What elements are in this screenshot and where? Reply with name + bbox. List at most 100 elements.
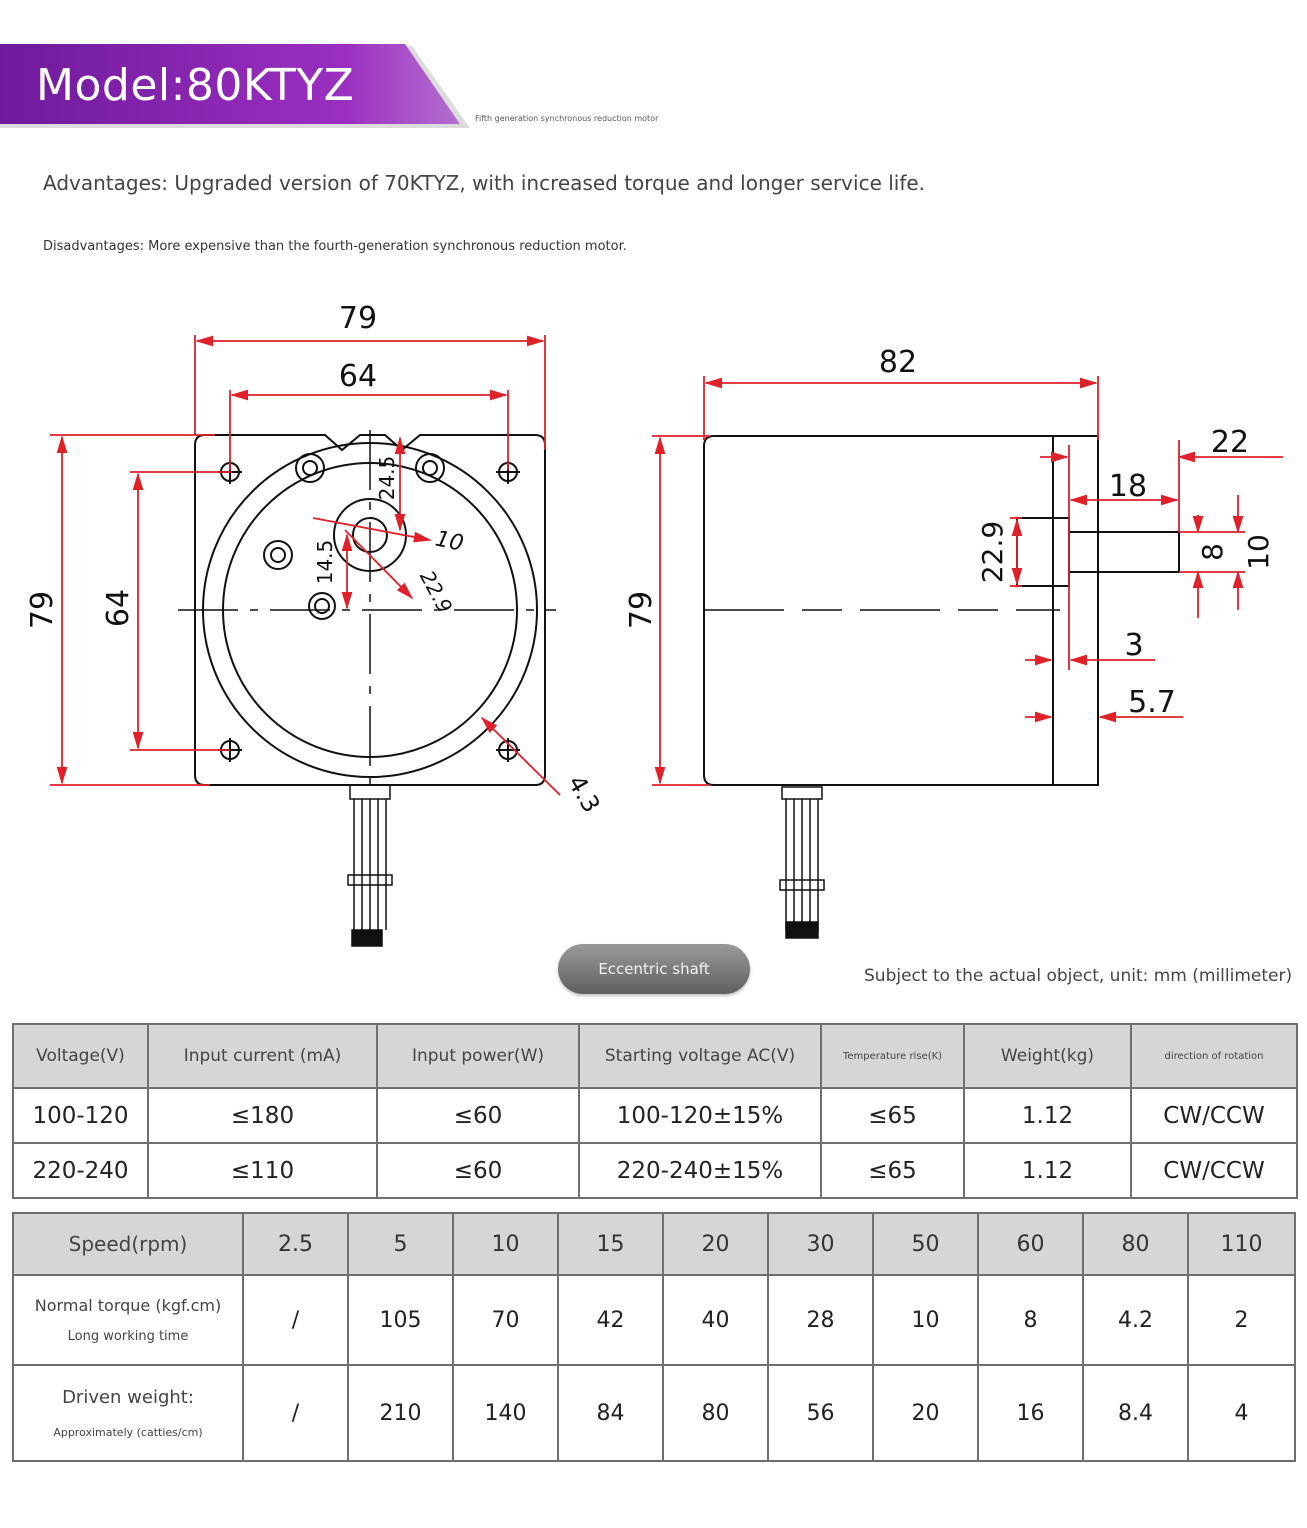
dim-side-length: 82 <box>879 345 917 380</box>
col-input-power: Input power(W) <box>376 1023 580 1089</box>
table-row: 220-240 ≤110 ≤60 220-240±15% ≤65 1.12 CW… <box>12 1142 1298 1199</box>
speed-torque-table: Speed(rpm) 2.5 5 10 15 20 30 50 60 80 11… <box>12 1212 1296 1462</box>
side-dimension-labels: 82 79 22.9 22 18 8 10 3 5.7 <box>624 345 1275 720</box>
side-dimensions <box>652 376 1283 786</box>
col-input-current: Input current (mA) <box>147 1023 378 1089</box>
speed-value: 2.5 <box>242 1212 349 1276</box>
torque-value: 70 <box>452 1274 559 1366</box>
dim-mount-hole: 4.3 <box>562 770 605 817</box>
col-voltage: Voltage(V) <box>12 1023 149 1089</box>
speed-value: 15 <box>557 1212 664 1276</box>
cell-voltage: 100-120 <box>12 1087 149 1144</box>
cell-weight: 1.12 <box>963 1142 1132 1199</box>
side-shaft <box>1068 531 1180 573</box>
dim-front-outer-height: 79 <box>25 591 60 629</box>
dim-side-hub-length: 5.7 <box>1128 685 1176 720</box>
speed-value: 10 <box>452 1212 559 1276</box>
table-row: 100-120 ≤180 ≤60 100-120±15% ≤65 1.12 CW… <box>12 1087 1298 1144</box>
speed-header-row: Speed(rpm) 2.5 5 10 15 20 30 50 60 80 11… <box>12 1212 1296 1276</box>
torque-value: 28 <box>767 1274 874 1366</box>
cell-rotation: CW/CCW <box>1130 1087 1298 1144</box>
col-temperature-rise: Temperature rise(K) <box>820 1023 965 1089</box>
torque-value: 4.2 <box>1082 1274 1189 1366</box>
speed-value: 60 <box>977 1212 1084 1276</box>
cell-weight: 1.12 <box>963 1087 1132 1144</box>
side-lead-wires <box>779 786 825 939</box>
cell-input-power: ≤60 <box>376 1087 580 1144</box>
dim-side-hub-diameter: 22.9 <box>976 521 1009 583</box>
mount-holes <box>218 460 520 762</box>
advantages-text: Advantages: Upgraded version of 70KTYZ, … <box>43 171 926 195</box>
disadvantages-text: Disadvantages: More expensive than the f… <box>43 239 627 254</box>
driven-weight-sublabel: Approximately (catties/cm) <box>53 1426 203 1439</box>
driven-weight-value: 16 <box>977 1364 1084 1462</box>
model-subtitle: Fifth generation synchronous reduction m… <box>475 114 659 123</box>
torque-row: Normal torque (kgf.cm) Long working time… <box>12 1274 1296 1366</box>
torque-value: / <box>242 1274 349 1366</box>
driven-weight-value: 4 <box>1187 1364 1296 1462</box>
table-header-row: Voltage(V) Input current (mA) Input powe… <box>12 1023 1298 1089</box>
dim-side-shaft-length: 18 <box>1109 469 1147 504</box>
electrical-spec-table: Voltage(V) Input current (mA) Input powe… <box>12 1023 1298 1199</box>
eccentric-shaft-badge: Eccentric shaft <box>558 944 750 994</box>
torque-value: 42 <box>557 1274 664 1366</box>
unit-note: Subject to the actual object, unit: mm (… <box>864 966 1293 986</box>
driven-weight-value: 210 <box>347 1364 454 1462</box>
driven-weight-value: 84 <box>557 1364 664 1462</box>
dim-side-gap: 3 <box>1124 628 1143 663</box>
driven-weight-label: Driven weight: <box>62 1387 194 1408</box>
front-lead-wires <box>347 784 393 947</box>
driven-weight-row: Driven weight: Approximately (catties/cm… <box>12 1364 1296 1462</box>
dim-side-flat-width: 8 <box>1196 543 1229 561</box>
speed-value: 50 <box>872 1212 979 1276</box>
col-starting-voltage: Starting voltage AC(V) <box>578 1023 822 1089</box>
speed-value: 5 <box>347 1212 454 1276</box>
dimension-drawing: 79 64 79 64 24.5 14.5 10 22.9 4.3 <box>25 301 1283 947</box>
driven-weight-value: / <box>242 1364 349 1462</box>
header-banner <box>0 44 470 130</box>
torque-label: Normal torque (kgf.cm) <box>34 1296 222 1315</box>
col-weight: Weight(kg) <box>963 1023 1132 1089</box>
driven-weight-value: 140 <box>452 1364 559 1462</box>
top-right-boss <box>415 453 445 483</box>
top-left-boss <box>295 453 325 483</box>
speed-label: Speed(rpm) <box>12 1212 244 1276</box>
front-flange <box>194 434 546 786</box>
speed-value: 110 <box>1187 1212 1296 1276</box>
torque-value: 2 <box>1187 1274 1296 1366</box>
cell-temperature-rise: ≤65 <box>820 1142 965 1199</box>
torque-value: 40 <box>662 1274 769 1366</box>
model-title: Model:80KTYZ <box>36 60 355 111</box>
cell-input-current: ≤180 <box>147 1087 378 1144</box>
torque-value: 10 <box>872 1274 979 1366</box>
cell-input-power: ≤60 <box>376 1142 580 1199</box>
dim-shaft-offset-vertical: 24.5 <box>375 456 399 501</box>
side-body <box>703 435 1099 786</box>
lower-boss <box>308 592 336 620</box>
dim-front-hole-width: 64 <box>339 359 377 394</box>
banner-background <box>0 44 470 128</box>
cell-input-current: ≤110 <box>147 1142 378 1199</box>
torque-label-cell: Normal torque (kgf.cm) Long working time <box>12 1274 244 1366</box>
torque-sublabel: Long working time <box>67 1329 189 1344</box>
speed-value: 30 <box>767 1212 874 1276</box>
side-hub <box>1016 517 1070 587</box>
speed-value: 80 <box>1082 1212 1189 1276</box>
cell-voltage: 220-240 <box>12 1142 149 1199</box>
left-boss <box>263 540 293 570</box>
driven-weight-value: 56 <box>767 1364 874 1462</box>
front-view <box>178 430 556 947</box>
torque-value: 8 <box>977 1274 1084 1366</box>
driven-weight-value: 80 <box>662 1364 769 1462</box>
dim-side-shaft-diameter: 10 <box>1242 534 1275 570</box>
front-centerlines <box>178 430 556 790</box>
dim-front-shaft-diameter: 10 <box>433 527 466 557</box>
dim-shaft-offset-horizontal: 14.5 <box>313 540 337 585</box>
cell-starting-voltage: 220-240±15% <box>578 1142 822 1199</box>
side-view <box>703 435 1180 939</box>
driven-weight-value: 8.4 <box>1082 1364 1189 1462</box>
speed-value: 20 <box>662 1212 769 1276</box>
torque-value: 105 <box>347 1274 454 1366</box>
dim-front-hole-height: 64 <box>101 589 136 627</box>
front-dimension-labels: 79 64 79 64 24.5 14.5 10 22.9 4.3 <box>25 301 606 818</box>
